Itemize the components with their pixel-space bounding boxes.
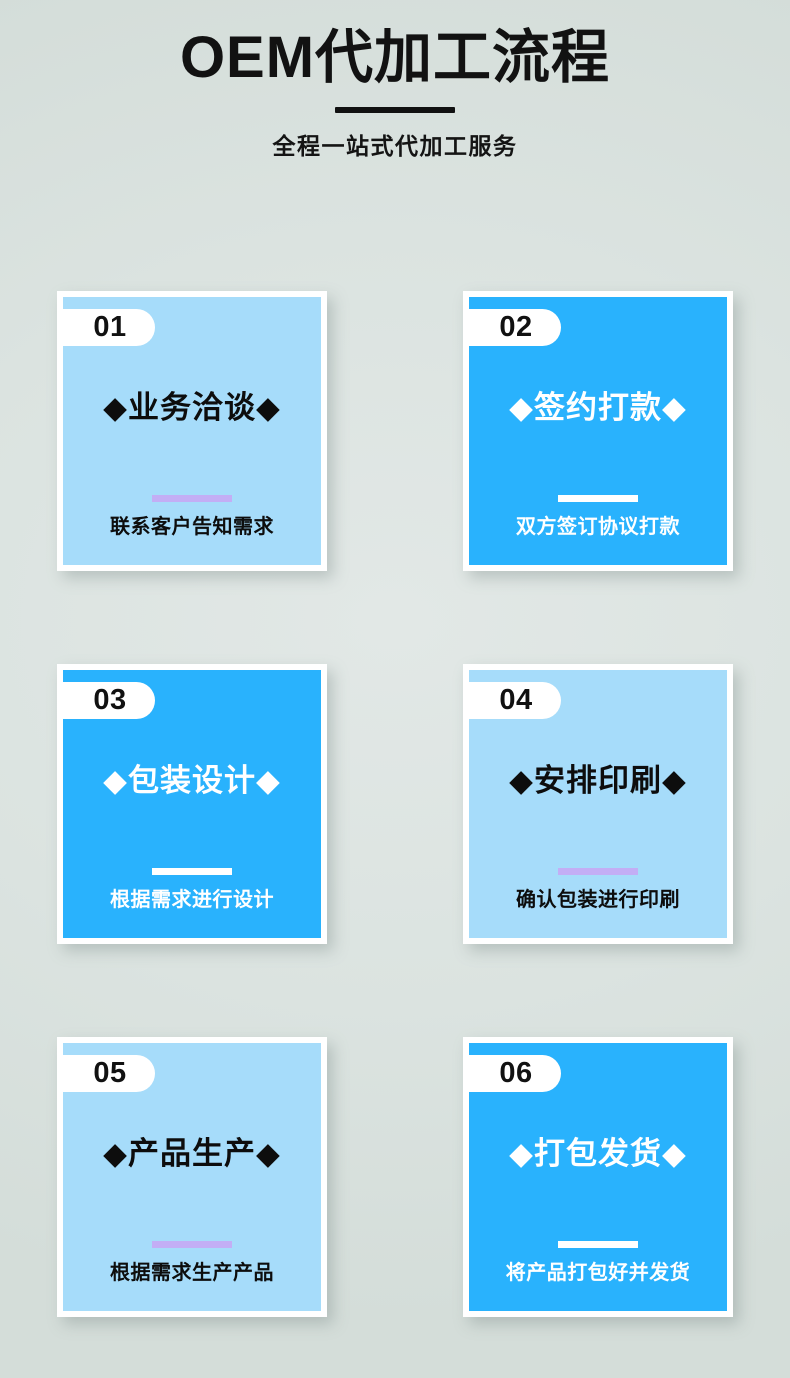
step-number-badge: 03 <box>63 682 155 719</box>
step-description: 确认包装进行印刷 <box>516 889 680 911</box>
step-number: 04 <box>499 684 533 716</box>
process-steps-grid: 01 ◆业务洽谈◆ 联系客户告知需求 02 ◆签约打款◆ 双方签订协议打款 <box>57 291 733 1317</box>
step-divider <box>558 1241 638 1248</box>
step-card-body: 04 ◆安排印刷◆ 确认包装进行印刷 <box>469 670 727 938</box>
step-description: 将产品打包好并发货 <box>505 1262 691 1284</box>
step-card-body: 05 ◆产品生产◆ 根据需求生产产品 <box>63 1043 321 1311</box>
step-number: 03 <box>93 684 127 716</box>
step-description: 双方签订协议打款 <box>516 516 680 538</box>
step-divider <box>558 495 638 502</box>
steps-row-2: 03 ◆包装设计◆ 根据需求进行设计 04 ◆安排印刷◆ 确认包装进行印刷 <box>57 664 733 944</box>
step-card-06[interactable]: 06 ◆打包发货◆ 将产品打包好并发货 <box>463 1037 733 1317</box>
step-number: 01 <box>93 311 127 343</box>
title-divider <box>335 106 455 113</box>
step-description: 联系客户告知需求 <box>110 516 274 538</box>
step-number-badge: 01 <box>63 309 155 346</box>
step-title: ◆签约打款◆ <box>509 390 687 425</box>
step-divider <box>152 1241 232 1248</box>
step-number-badge: 04 <box>469 682 561 719</box>
steps-row-1: 01 ◆业务洽谈◆ 联系客户告知需求 02 ◆签约打款◆ 双方签订协议打款 <box>57 291 733 571</box>
step-description: 根据需求生产产品 <box>110 1262 274 1284</box>
page-title: OEM代加工流程 <box>179 25 611 90</box>
page-subtitle: 全程一站式代加工服务 <box>272 132 518 159</box>
step-title: ◆业务洽谈◆ <box>103 390 281 425</box>
step-number-badge: 06 <box>469 1055 561 1092</box>
step-card-03[interactable]: 03 ◆包装设计◆ 根据需求进行设计 <box>57 664 327 944</box>
step-number: 02 <box>499 311 533 343</box>
step-number: 06 <box>499 1057 533 1089</box>
step-card-body: 03 ◆包装设计◆ 根据需求进行设计 <box>63 670 321 938</box>
step-title: ◆包装设计◆ <box>103 763 281 798</box>
step-divider <box>152 868 232 875</box>
step-card-body: 01 ◆业务洽谈◆ 联系客户告知需求 <box>63 297 321 565</box>
step-card-body: 02 ◆签约打款◆ 双方签订协议打款 <box>469 297 727 565</box>
steps-row-3: 05 ◆产品生产◆ 根据需求生产产品 06 ◆打包发货◆ 将产品打包好并发货 <box>57 1037 733 1317</box>
step-title: ◆安排印刷◆ <box>509 763 687 798</box>
step-number-badge: 02 <box>469 309 561 346</box>
step-card-02[interactable]: 02 ◆签约打款◆ 双方签订协议打款 <box>463 291 733 571</box>
step-card-04[interactable]: 04 ◆安排印刷◆ 确认包装进行印刷 <box>463 664 733 944</box>
step-card-01[interactable]: 01 ◆业务洽谈◆ 联系客户告知需求 <box>57 291 327 571</box>
step-divider <box>558 868 638 875</box>
step-number: 05 <box>93 1057 127 1089</box>
step-number-badge: 05 <box>63 1055 155 1092</box>
step-card-body: 06 ◆打包发货◆ 将产品打包好并发货 <box>469 1043 727 1311</box>
step-title: ◆打包发货◆ <box>509 1136 687 1171</box>
step-divider <box>152 495 232 502</box>
page-header: OEM代加工流程 全程一站式代加工服务 <box>0 0 790 161</box>
step-title: ◆产品生产◆ <box>103 1136 281 1171</box>
step-description: 根据需求进行设计 <box>110 889 274 911</box>
step-card-05[interactable]: 05 ◆产品生产◆ 根据需求生产产品 <box>57 1037 327 1317</box>
